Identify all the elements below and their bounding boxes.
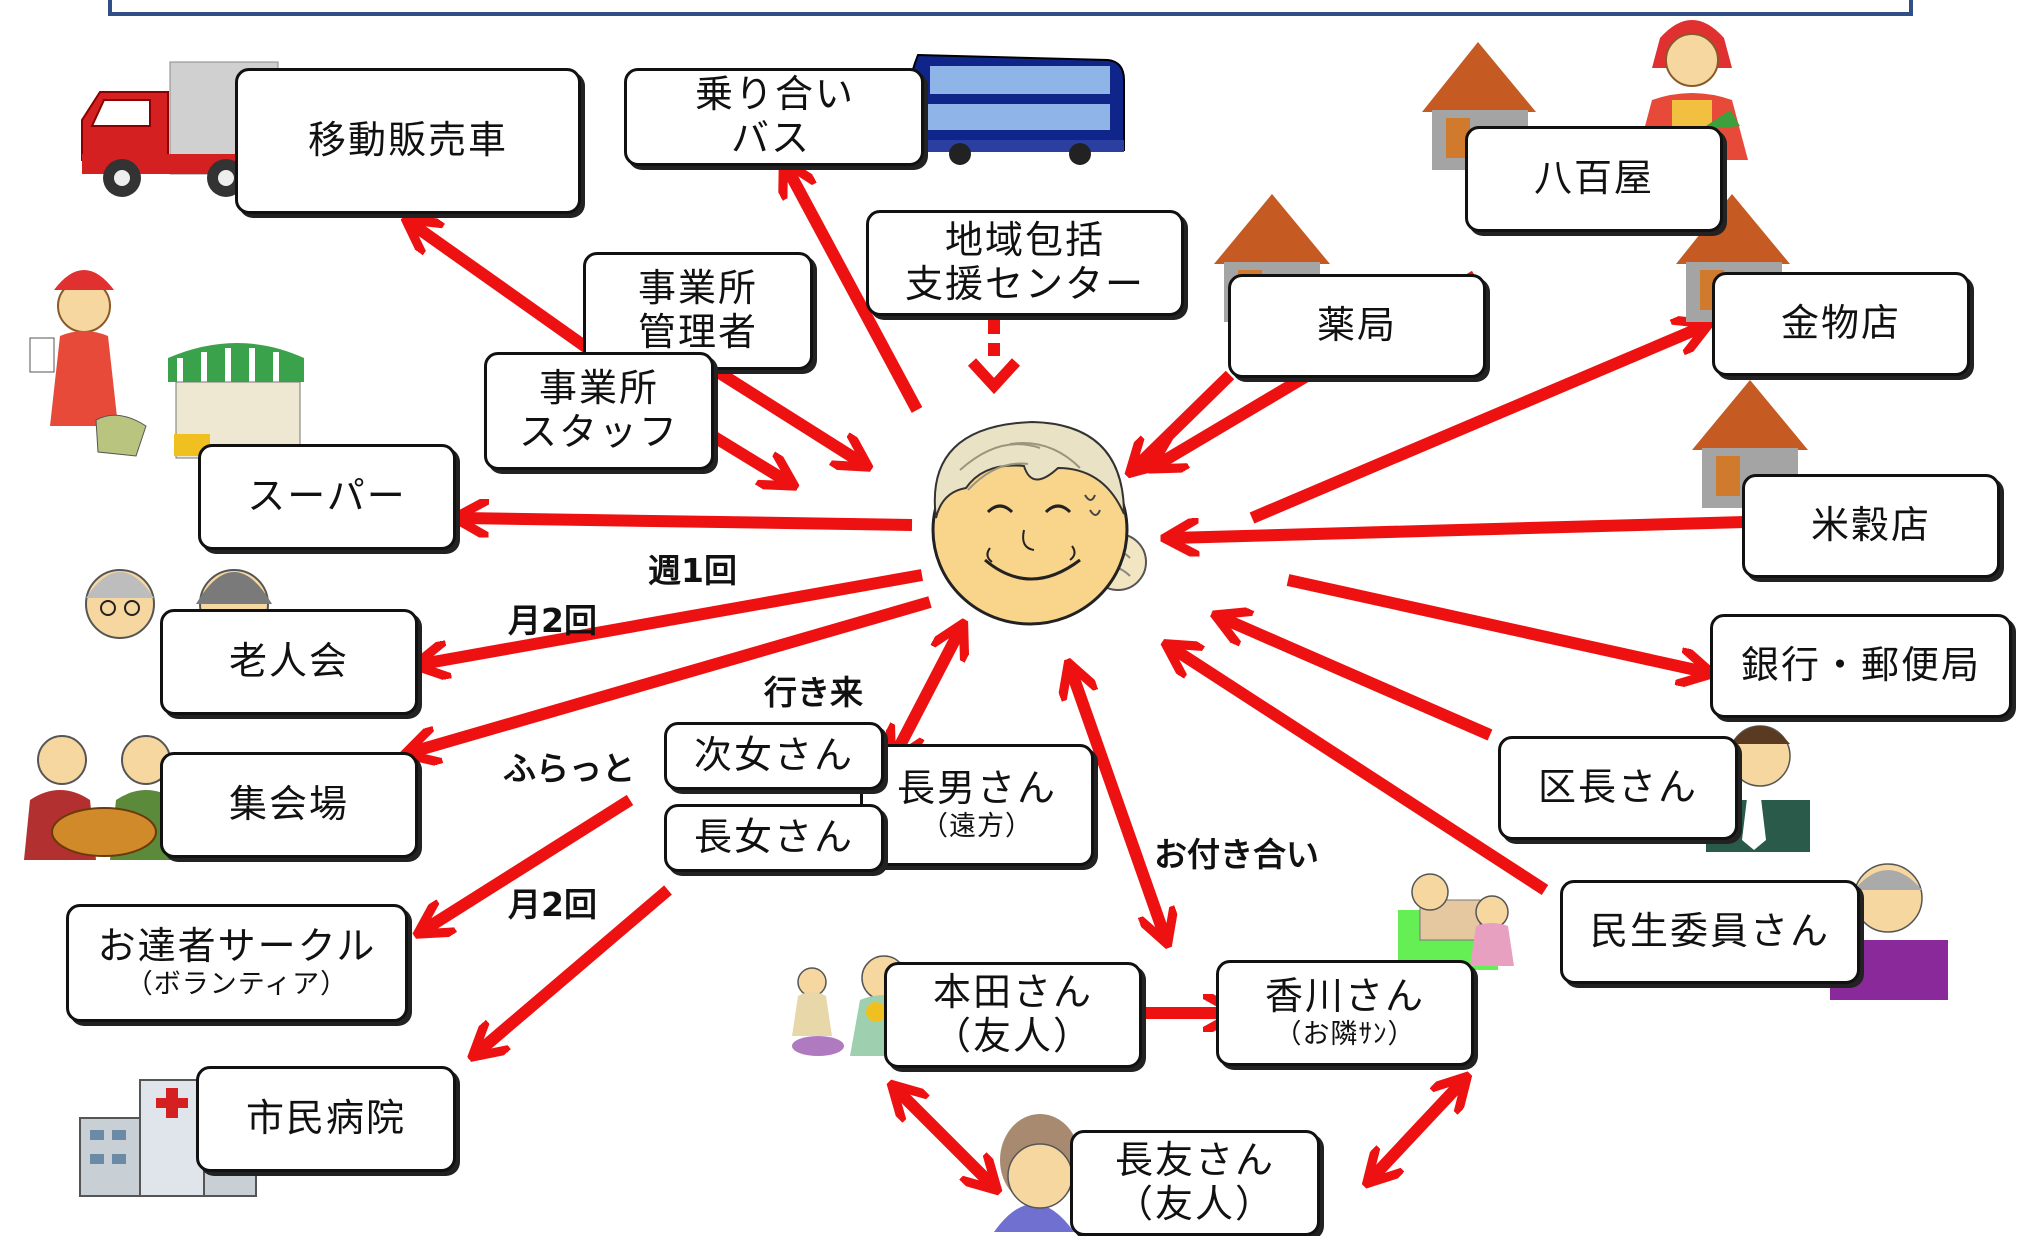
arrow-family [895, 630, 960, 755]
node-rice-shop: 米穀店 [1742, 474, 2000, 578]
node-office-manager-label: 事業所 [637, 266, 758, 311]
elderly-couple-illustration [85, 569, 272, 639]
annotation-drop-in: ふらっと [503, 749, 635, 788]
node-eldest-son-label: 長男さん [896, 765, 1057, 810]
elderly-woman-illustration [931, 420, 1147, 626]
node-kagawa-sub: （お隣ｻﾝ） [1274, 1018, 1416, 1050]
annotation-weekly: 週1回 [648, 551, 737, 590]
node-rice-shop-label: 米穀店 [1810, 503, 1931, 548]
node-circle-sub: （ボランティア） [125, 968, 349, 1000]
arrow-from-pharmacy [1135, 370, 1235, 468]
arrow-from-commissioner [1172, 648, 1549, 896]
node-district-head: 区長さん [1498, 736, 1738, 840]
node-bus: 乗り合い バス [624, 68, 924, 166]
node-office-staff: 事業所 スタッフ [484, 352, 714, 470]
neighbors-illustration [1398, 873, 1514, 970]
friend-woman-illustration [994, 1114, 1080, 1232]
dashed-arrow-from-center [967, 318, 1021, 395]
node-office-staff-label-2: スタッフ [518, 410, 679, 454]
node-bank: 銀行・郵便局 [1710, 614, 2012, 718]
node-bus-label: 乗り合い [695, 72, 856, 117]
node-hardware: 金物店 [1712, 272, 1970, 376]
header-frame [108, 0, 1913, 16]
arrow-kagawa-chouyu [1372, 1082, 1462, 1178]
arrow-to-hardware [1249, 327, 1702, 524]
arrow-honda-chouyu [897, 1090, 992, 1185]
node-mobile-shop-label: 移動販売車 [307, 118, 508, 163]
arrow-from-rice-shop [1172, 516, 1746, 538]
node-circle-label: お達者サークル [97, 923, 377, 968]
annotation-monthly-club: 月2回 [508, 601, 597, 640]
arrow-from-manager [714, 366, 862, 463]
node-supermarket-label: スーパー [247, 474, 407, 519]
node-pharmacy: 薬局 [1228, 274, 1486, 378]
bus-illustration [904, 53, 1125, 165]
arrow-from-district-head [1222, 618, 1493, 741]
node-eldest-son: 長男さん （遠方） [860, 744, 1094, 866]
annotation-monthly-circle: 月2回 [508, 885, 597, 924]
district-head-man-illustration [1706, 725, 1814, 852]
node-elderly-club-label: 老人会 [228, 639, 349, 684]
node-elderly-club: 老人会 [160, 609, 418, 715]
node-circle: お達者サークル （ボランティア） [66, 904, 408, 1022]
node-second-daughter: 次女さん [664, 722, 884, 790]
annotation-association: お付き合い [1154, 835, 1319, 874]
node-district-head-label: 区長さん [1537, 765, 1698, 810]
arrow-to-hospital [478, 885, 672, 1052]
arrow-to-meeting-hall [412, 596, 932, 752]
arrow-to-bank [1286, 574, 1705, 672]
node-honda-label: 本田さん [932, 970, 1093, 1015]
node-regional-center: 地域包括 支援センター [866, 210, 1184, 316]
node-eldest-daughter-label: 長女さん [693, 815, 854, 860]
arrow-to-mobile-shop [412, 224, 594, 355]
node-welfare-commissioner: 民生委員さん [1560, 880, 1860, 984]
node-greengrocer: 八百屋 [1465, 126, 1723, 232]
node-office-manager: 事業所 管理者 [583, 252, 813, 370]
node-eldest-daughter: 長女さん [664, 804, 884, 872]
arrow-to-circle [424, 794, 634, 930]
node-office-staff-label: 事業所 [538, 366, 659, 411]
node-chouyu-label: 長友さん [1114, 1138, 1275, 1183]
node-kagawa: 香川さん （お隣ｻﾝ） [1216, 960, 1474, 1066]
annotation-visits: 行き来 [764, 673, 863, 712]
node-hardware-label: 金物店 [1780, 301, 1901, 346]
node-chouyu: 長友さん （友人） [1070, 1130, 1320, 1236]
node-bus-label-2: バス [731, 116, 812, 160]
node-pharmacy-label: 薬局 [1316, 303, 1397, 348]
arrow-to-bus [787, 168, 923, 413]
node-honda: 本田さん （友人） [884, 962, 1142, 1068]
node-office-manager-label-2: 管理者 [637, 310, 758, 354]
arrow-to-elderly-club [422, 569, 924, 664]
node-bank-label: 銀行・郵便局 [1740, 643, 1981, 688]
node-mobile-shop: 移動販売車 [235, 68, 581, 214]
node-honda-label-2: （友人） [932, 1014, 1093, 1058]
node-meeting-hall: 集会場 [160, 752, 418, 858]
node-greengrocer-label: 八百屋 [1533, 156, 1654, 201]
node-chouyu-label-2: （友人） [1114, 1182, 1275, 1226]
node-kagawa-label: 香川さん [1264, 973, 1425, 1018]
arrow-to-supermarket [462, 518, 913, 525]
supermarket-illustration [29, 270, 304, 459]
node-hospital: 市民病院 [196, 1066, 456, 1172]
node-eldest-son-sub: （遠方） [921, 810, 1033, 842]
node-hospital-label: 市民病院 [245, 1096, 406, 1141]
node-second-daughter-label: 次女さん [693, 733, 854, 778]
node-supermarket: スーパー [198, 444, 456, 550]
node-regional-center-label: 地域包括 [944, 218, 1105, 263]
node-welfare-commissioner-label: 民生委員さん [1589, 909, 1830, 954]
node-meeting-hall-label: 集会場 [228, 782, 349, 827]
arrow-neighbors [1071, 670, 1165, 937]
node-regional-center-label-2: 支援センター [904, 262, 1145, 306]
